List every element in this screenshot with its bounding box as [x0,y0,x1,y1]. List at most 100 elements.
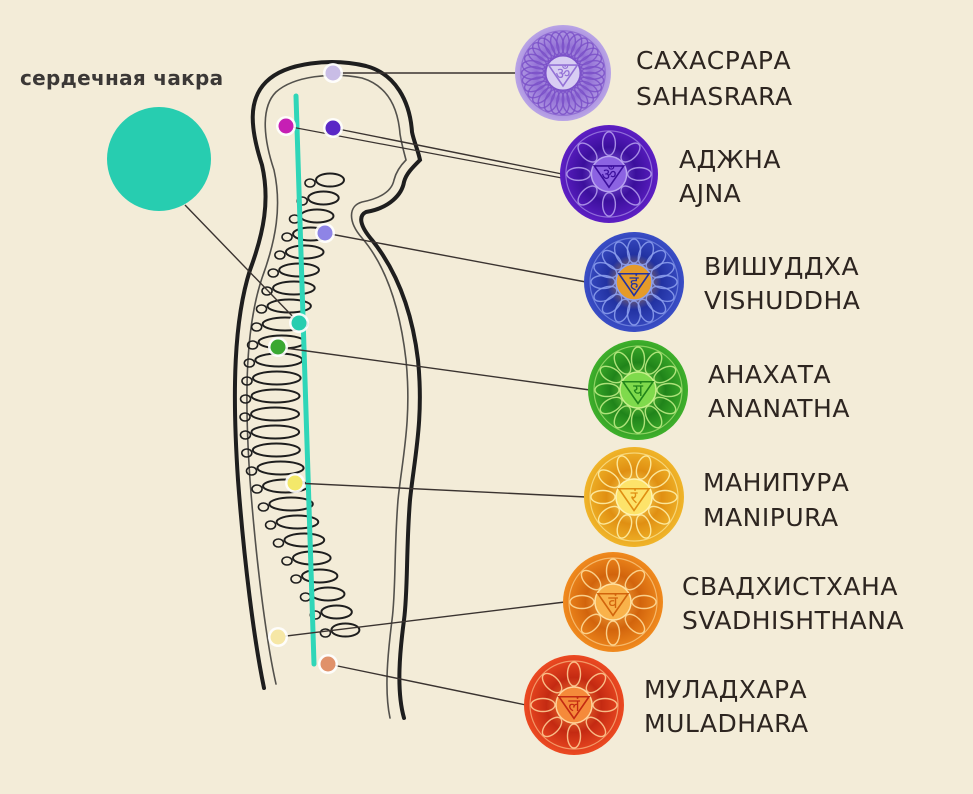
vertebra-process [239,430,252,440]
vertebra-process [246,340,259,350]
vertebra [256,460,305,476]
thousand-petal-lotus-icon: ॐ [515,25,611,121]
vertebra-process [250,322,263,332]
vertebra [250,406,300,422]
vertebra [272,280,316,296]
lotus-petal [624,569,646,591]
lotus-petal [541,672,563,694]
connector-lines [184,72,591,706]
lotus-petal [635,455,652,480]
vertebra [301,568,339,584]
chakra-name-ru: МУЛАДХАРА [644,675,808,704]
lotus-petal [653,396,677,415]
lotus-petal [566,661,582,687]
chakra-name-ru: ВИШУДДХА [704,252,860,281]
vertebra [307,190,340,206]
vertebra-process [245,466,258,476]
point-svadhishthana [270,629,286,645]
vertebra-process [281,232,293,242]
chakra-name-en: AJNA [679,179,742,208]
solar-plexus-lotus-icon: रं [584,447,684,547]
lotus-petal [620,185,641,206]
vertebra-process [281,556,293,566]
connector-heart-chakra [184,204,300,324]
heart-chakra-label: сердечная чакра [20,66,224,90]
bija-symbol: हं [629,273,639,293]
yantra-triangle [617,272,651,297]
third-eye-lotus-icon: ॐ [560,125,658,223]
emblem-ring [568,557,658,647]
body-outline-inner [246,74,409,719]
vertebra-process [241,376,253,386]
vertebra [268,496,314,512]
vertebra-process [257,502,270,512]
sacral-lotus-icon: वं [563,552,663,652]
lotus-petal [631,594,657,610]
point-heart-chakra [291,315,307,331]
chakra-name-ru: АДЖНА [679,145,781,174]
lotus-petal [599,365,623,384]
vertebra-process [239,394,252,404]
vertebra-process [304,178,316,188]
lotus-petal [599,396,623,415]
vertebra [250,424,301,440]
lotus-petal [630,408,646,434]
heart-chakra-circle [107,107,211,211]
lotus-petal [580,59,605,75]
vertebra [315,172,345,188]
lotus-petal [580,613,602,635]
emblem-ring [589,237,679,327]
emblem-ring [520,30,606,116]
throat-lotus-icon: हं [584,232,684,332]
vertebra [250,388,301,404]
connector-ajna [332,127,563,175]
lotus-petal [652,489,678,505]
vertebra-process [261,286,273,296]
chakra-name-en: MULADHARA [644,709,809,738]
connector-muladhara [327,663,527,706]
lotus-petal [569,594,595,610]
vertebra-process [267,268,280,278]
vertebra [251,370,302,386]
human-silhouette [232,60,423,720]
root-lotus-icon: लं [524,655,624,755]
yantra-triangle [592,165,626,189]
heart-lotus-icon: यं [588,340,688,440]
chakra-name-ru: СВАДХИСТХАНА [682,572,898,601]
yantra-triangle [547,64,579,88]
lotus-petal [601,131,617,157]
yantra-triangle [617,487,651,512]
lotus-petal [605,620,621,646]
emblem-ring [529,660,619,750]
vertebra-process [241,448,253,458]
lotus-petal [616,514,633,539]
vertebra-process [264,520,277,530]
vertebra-process [239,412,251,422]
bija-symbol: लं [568,696,580,716]
lotus-petal [656,382,682,398]
lotus-petal [580,569,602,591]
yantra-triangle [557,695,591,720]
lotus-petal [613,351,632,375]
point-manipura [287,475,303,491]
lotus-petal [585,672,607,694]
connector-vishuddha [324,232,587,283]
chakra-name-en: MANIPURA [703,503,839,532]
point-bindu [278,118,294,134]
vertebra [283,532,326,548]
vertebra-process [255,304,268,314]
chakra-name-en: SVADHISHTHANA [682,606,905,635]
bija-symbol: ॐ [556,64,571,83]
lotus-petal [530,697,556,713]
bija-symbol: रं [631,488,639,508]
connector-svadhishthana [277,601,566,638]
lotus-petal [630,346,646,372]
chakra-name-en: SAHASRARA [636,82,793,111]
lotus-petal [605,558,621,584]
vertebra [310,586,346,602]
lotus-petal [644,405,663,429]
lotus-petal [566,166,592,182]
lotus-petal [626,166,652,182]
